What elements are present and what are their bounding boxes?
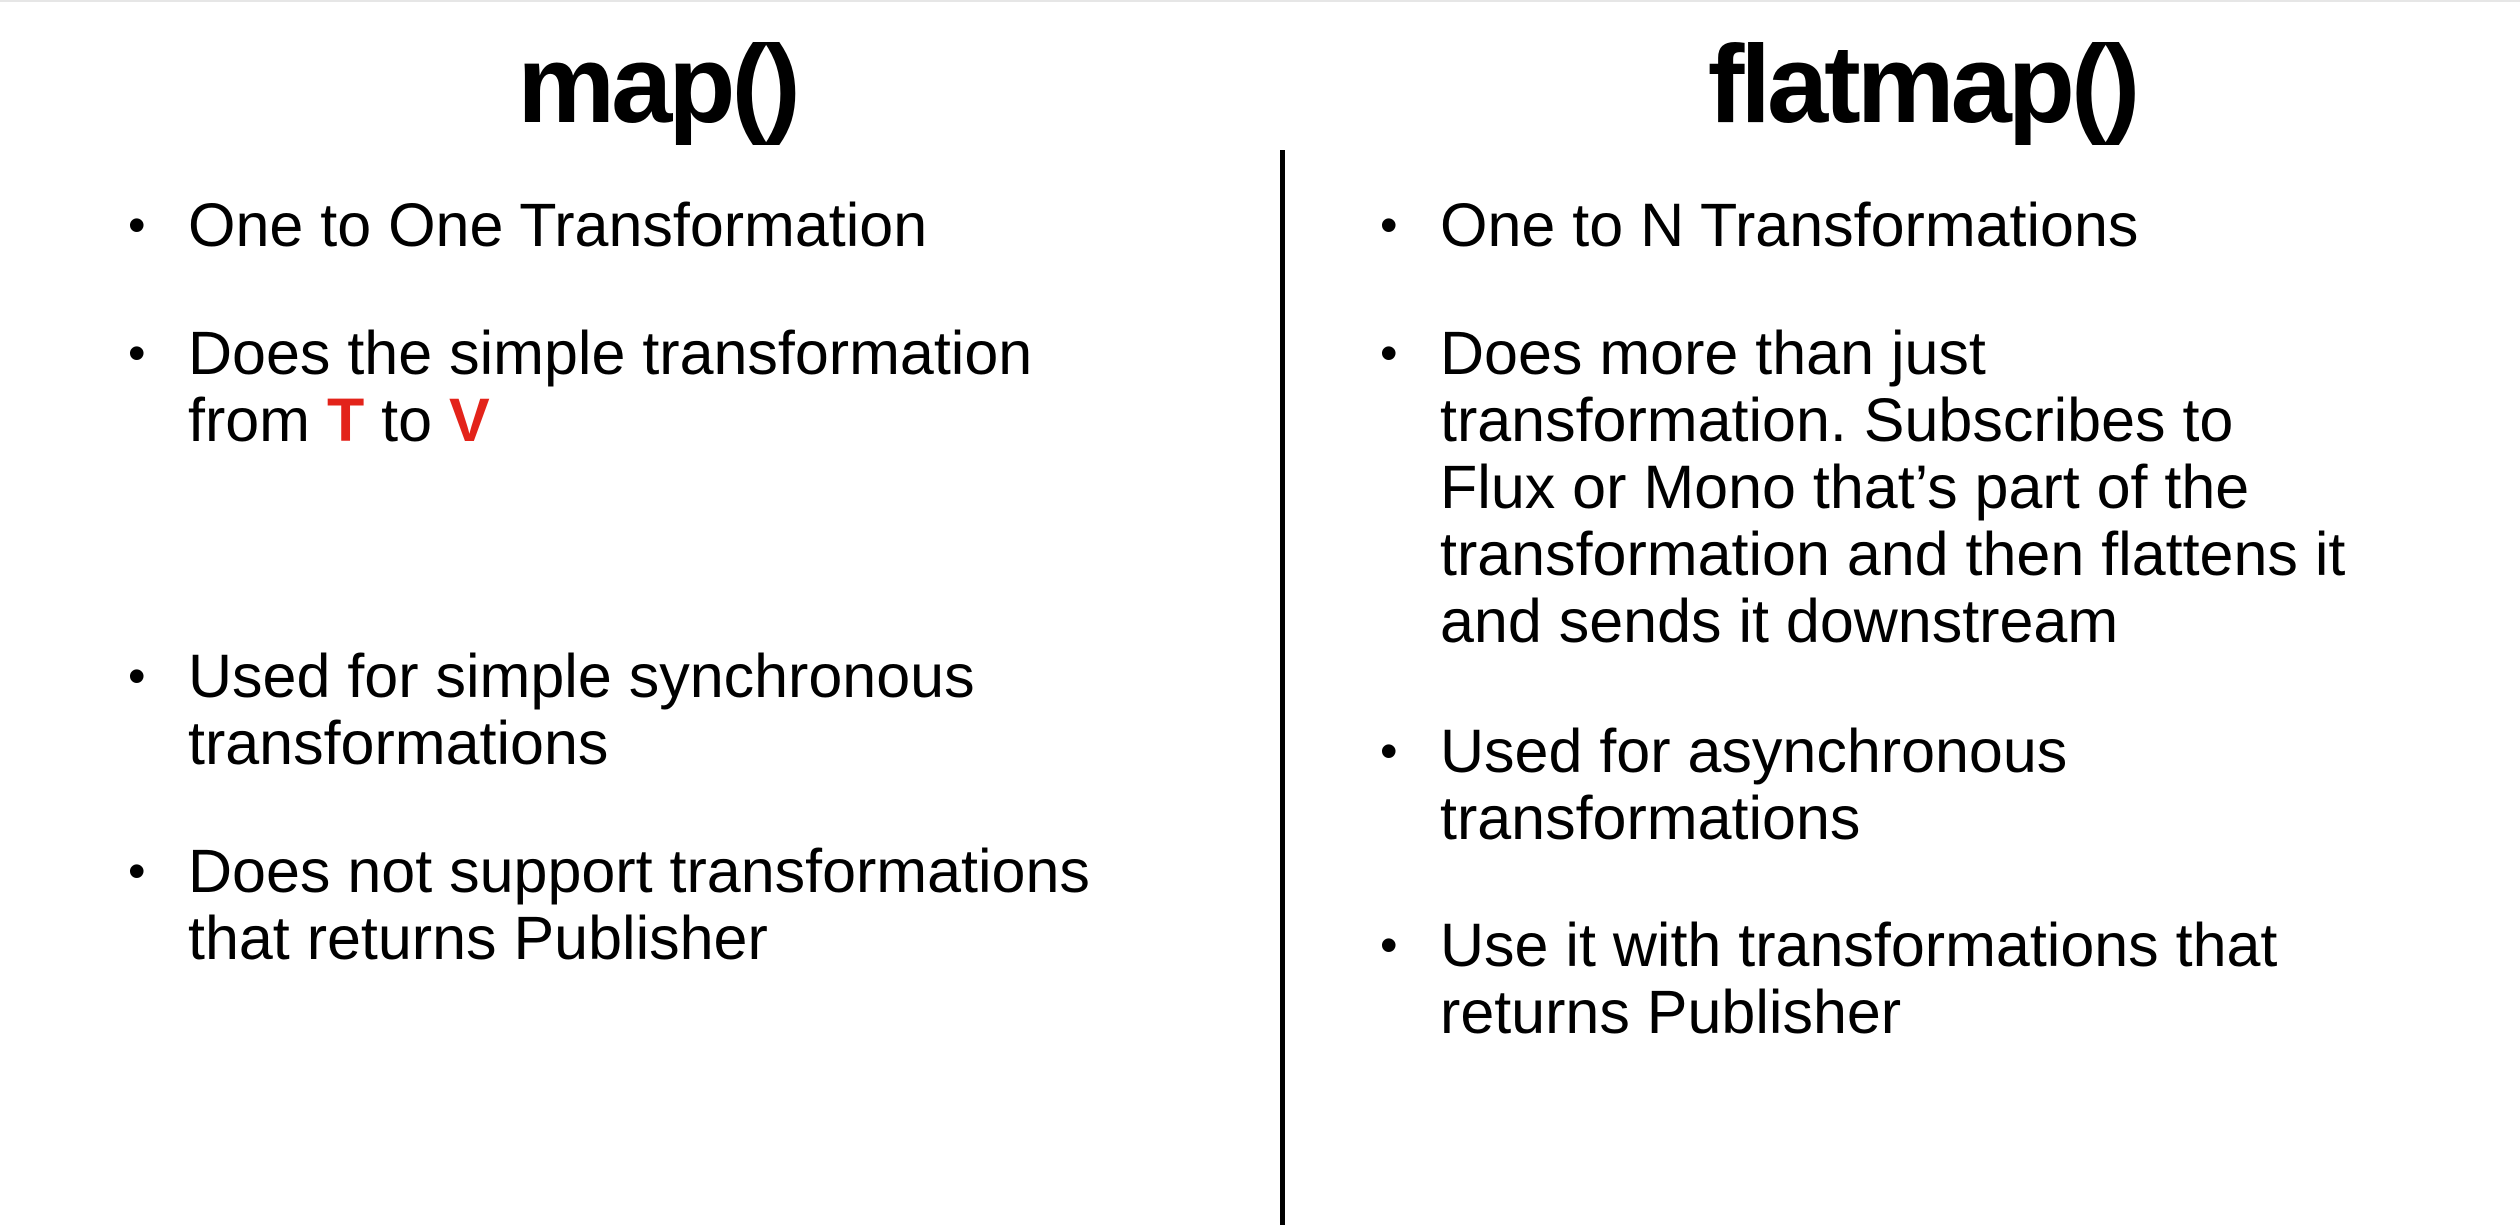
bullet-dot: •	[128, 325, 146, 381]
bullet-text: Does more than just transformation. Subs…	[1440, 319, 2346, 655]
flatmap-bullet-asynchronous: • Used for asynchronous transformations	[1380, 717, 2480, 852]
type-t: T	[326, 386, 365, 454]
bullet-dot: •	[128, 197, 146, 253]
column-divider	[1280, 150, 1285, 1225]
map-bullet-simple-transformation: • Does the simple transformation from T …	[128, 319, 1168, 454]
flatmap-title: flatmap()	[1707, 23, 2140, 146]
bullet-text: Used for asynchronous transformations	[1440, 717, 2068, 852]
bullet-dot: •	[128, 648, 146, 704]
bullet-dot: •	[1380, 723, 1398, 779]
type-v: V	[449, 386, 490, 454]
bullet-dot: •	[1380, 325, 1398, 381]
flatmap-bullet-one-to-n: • One to N Transformations	[1380, 191, 2480, 259]
map-bullet-no-publisher: • Does not support transformations that …	[128, 837, 1168, 972]
bullet-text: One to One Transformation	[188, 191, 928, 259]
bullet-dot: •	[128, 843, 146, 899]
bullet-text: Use it with transformations that returns…	[1440, 911, 2278, 1046]
top-border	[0, 0, 2520, 2]
bullet-text: One to N Transformations	[1440, 191, 2139, 259]
flatmap-bullet-publisher: • Use it with transformations that retur…	[1380, 911, 2480, 1046]
bullet-dot: •	[1380, 197, 1398, 253]
bullet-dot: •	[1380, 917, 1398, 973]
flatmap-bullet-more-than-transformation: • Does more than just transformation. Su…	[1380, 319, 2480, 655]
map-bullet-synchronous: • Used for simple synchronous transforma…	[128, 642, 1168, 777]
map-bullet-one-to-one: • One to One Transformation	[128, 191, 1168, 259]
bullet-text: Does the simple transformation from T to…	[188, 319, 1033, 454]
bullet-text: Does not support transformations that re…	[188, 837, 1090, 972]
map-title: map()	[517, 23, 800, 146]
bullet-text: Used for simple synchronous transformati…	[188, 642, 975, 777]
